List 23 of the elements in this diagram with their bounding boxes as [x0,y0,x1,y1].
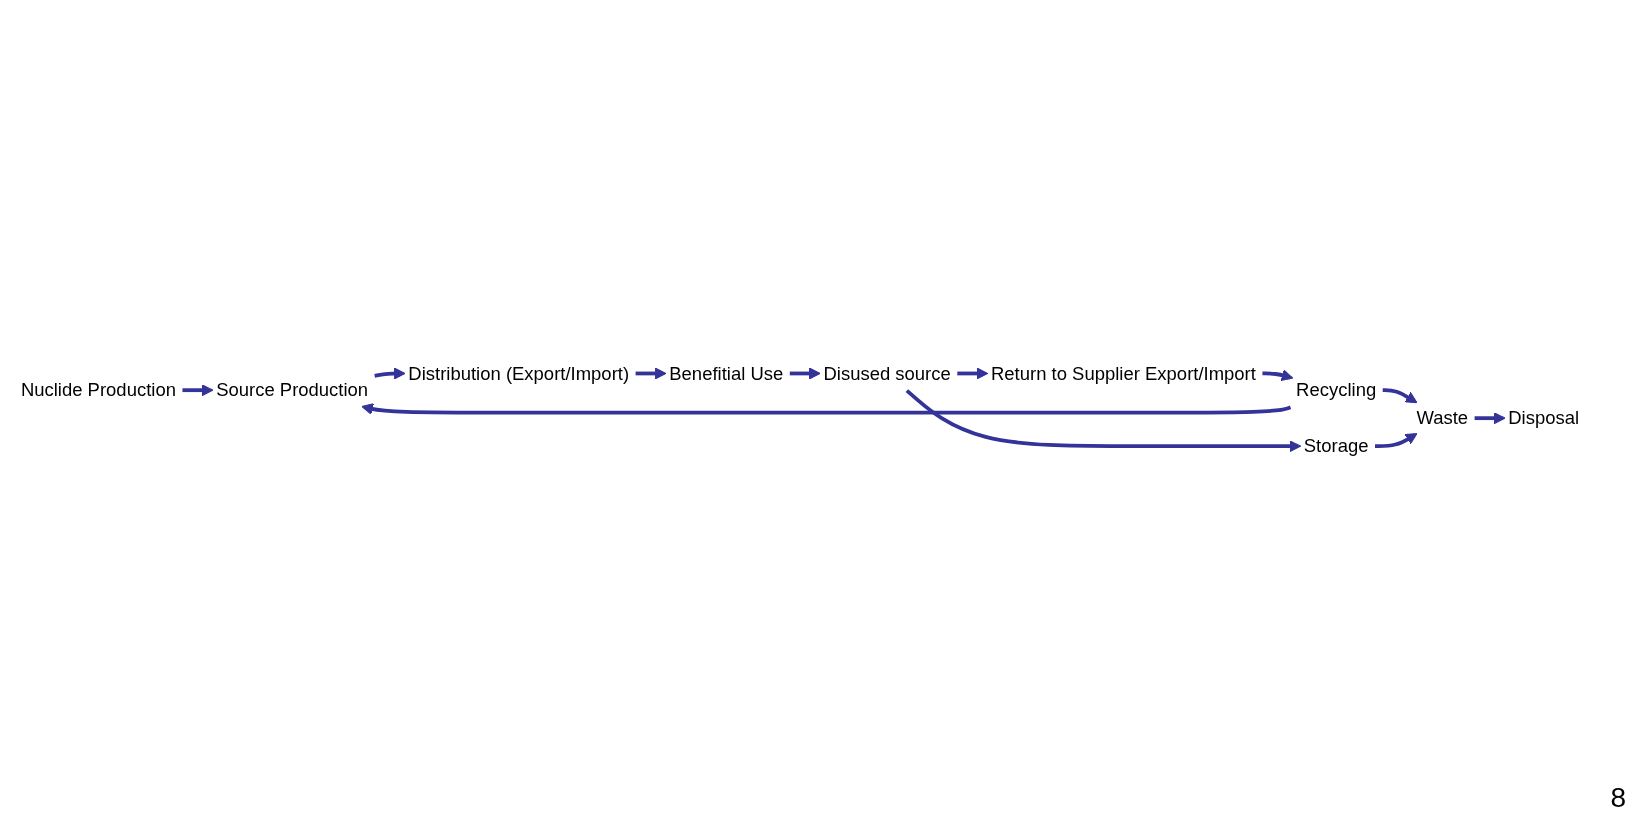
arrow [789,367,821,380]
arrow [1474,412,1506,425]
node-text: Disposal [1508,407,1580,429]
node-text: Benefitial Use [669,363,784,384]
arrow [905,389,1302,453]
node-text: Recycling [1296,379,1377,401]
arrow [182,384,214,397]
arrow [957,367,989,380]
node-text: Disused source [823,363,951,384]
node-text: Return to Supplier Export/Import [990,363,1256,384]
arrow [635,367,667,380]
node-text: Distribution (Export/Import) [408,363,630,384]
arrow [1375,433,1418,449]
arrow [374,367,406,380]
node-text: Nuclide Production [20,379,176,401]
arrow [361,403,1291,416]
arrow [1382,388,1418,404]
node-text: Source Production [216,379,369,401]
node-text: Storage [1303,435,1369,457]
flow-diagram: Distribution (Export/Import) Benefitial Use Disused source Return to Supplier Export/Import Nuclide Production Source Production Recycling Waste Disposal Storage [10,352,1590,468]
arrow [1262,369,1294,382]
page-number: 8 [1610,782,1626,814]
node-text: Waste [1416,407,1469,429]
